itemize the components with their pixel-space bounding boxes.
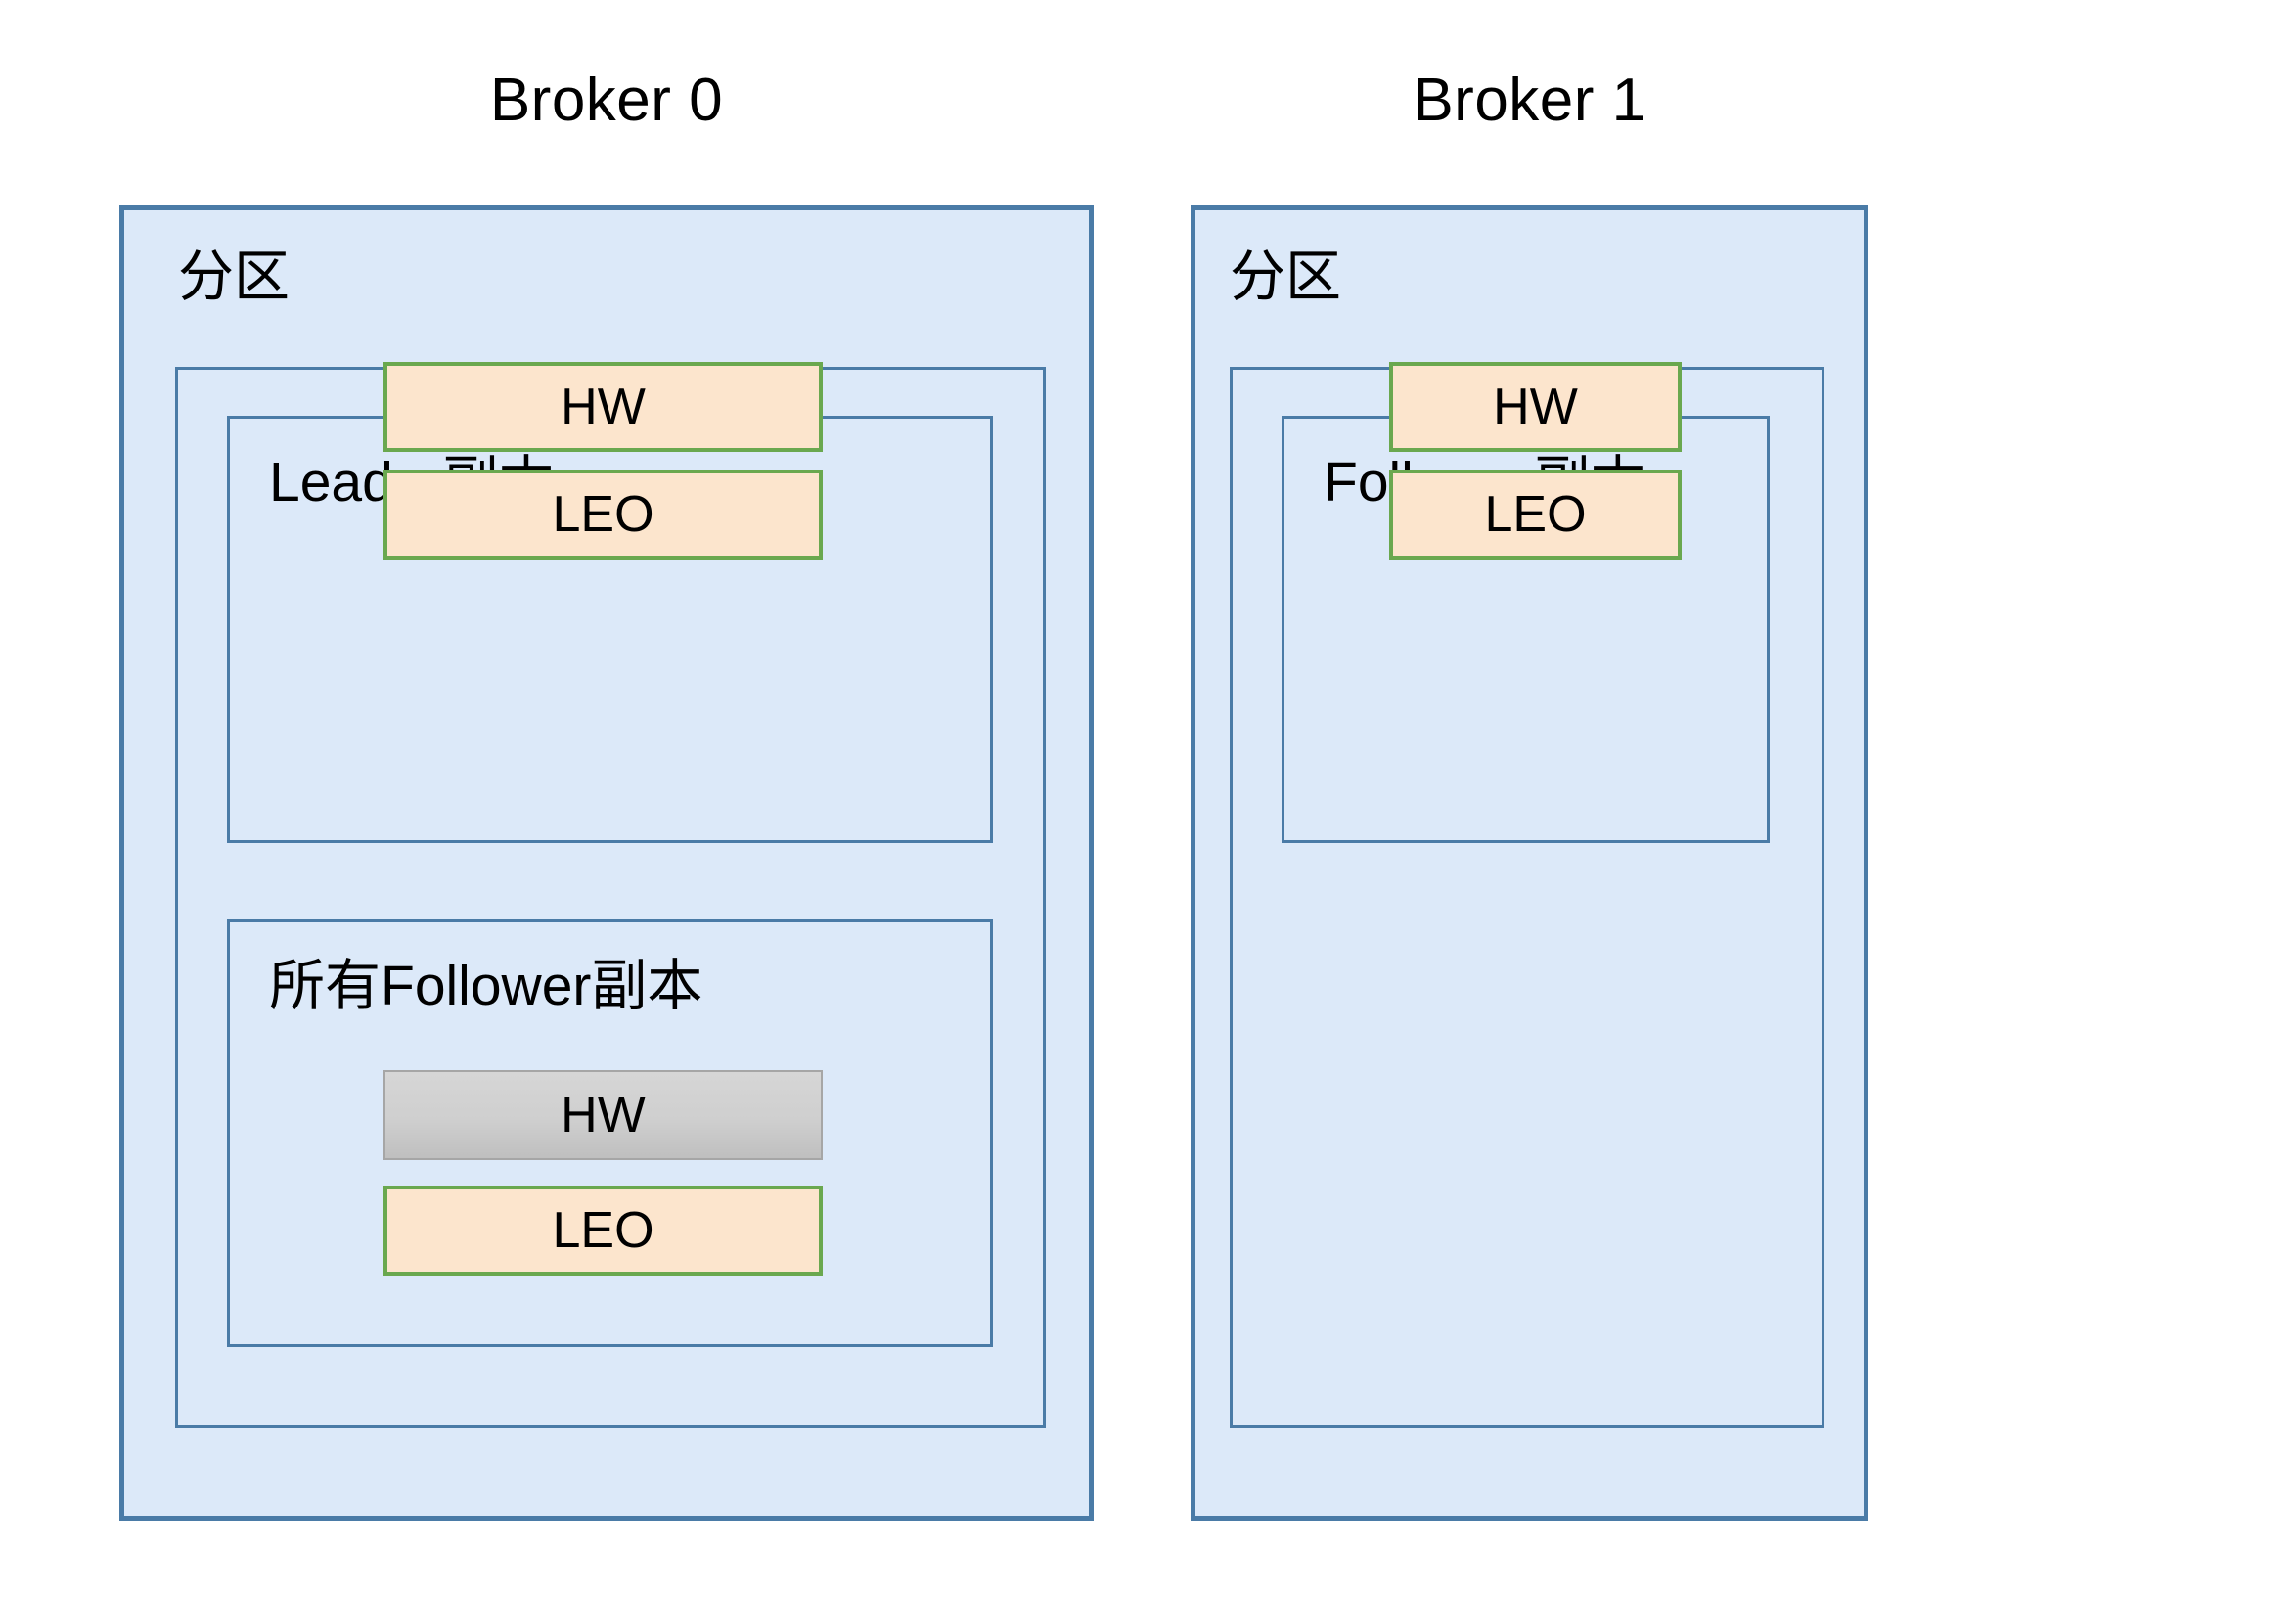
- broker-title-1: Broker 1: [1413, 67, 1646, 134]
- replica-group-label-all-followers: 所有Follower副本: [269, 955, 703, 1017]
- partition-label-0: 分区: [178, 246, 290, 308]
- broker-column-0: Broker 0 分区 Leader副本 HW LEO 所有Follower副本…: [119, 0, 1094, 1612]
- metric-chip-hw-all-followers: HW: [383, 1070, 823, 1160]
- metric-chip-leo-leader: LEO: [383, 470, 823, 560]
- partition-label-1: 分区: [1230, 246, 1341, 308]
- metric-chip-leo-follower: LEO: [1389, 470, 1682, 560]
- metric-chip-leo-all-followers: LEO: [383, 1186, 823, 1276]
- broker-column-1: Broker 1 分区 Follower副本 HW LEO: [1191, 0, 1868, 1612]
- metric-chip-hw-follower: HW: [1389, 362, 1682, 452]
- broker-title-0: Broker 0: [489, 67, 724, 134]
- metric-chip-hw-leader: HW: [383, 362, 823, 452]
